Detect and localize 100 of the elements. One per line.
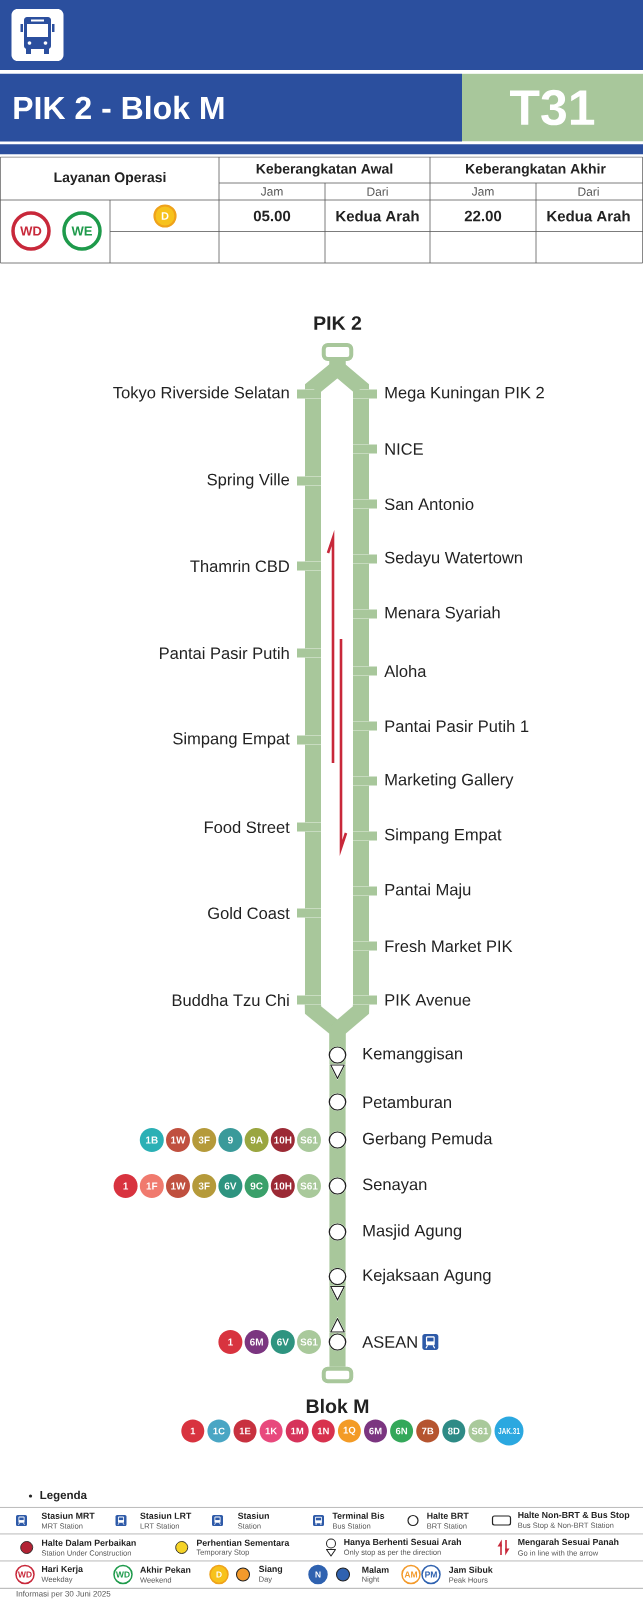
stop-name: Simpang Empat xyxy=(384,828,502,844)
route-badge: 10H xyxy=(270,1128,295,1152)
route-line xyxy=(353,398,369,445)
table-header: Dari xyxy=(367,187,388,196)
stop-name: Spring Ville xyxy=(207,473,290,489)
route-line xyxy=(329,1058,346,1099)
stop-name: Gerbang Pemuda xyxy=(363,1132,493,1148)
stop-name: NICE xyxy=(385,443,423,455)
terminal-name: Blok M xyxy=(306,1398,369,1414)
route-badge: 1 xyxy=(218,1330,243,1354)
route-badge: 1Q xyxy=(337,1419,361,1443)
stop-marker xyxy=(353,776,377,786)
route-line xyxy=(305,917,321,996)
route-line xyxy=(329,1345,346,1367)
stop-name: Mega Kuningan PIK 2 xyxy=(385,386,544,402)
route-badge: 1F xyxy=(139,1174,164,1198)
stop-marker xyxy=(353,499,377,509)
route-line xyxy=(305,744,321,823)
table-header: Dari xyxy=(578,187,599,196)
legend-text: Siang xyxy=(258,1565,283,1574)
route-badge: 1 xyxy=(113,1174,138,1198)
stop-name: Kemanggisan xyxy=(363,1047,462,1063)
stop-name: Pantai Maju xyxy=(385,883,471,899)
stop-name: Pantai Pasir Putih 1 xyxy=(385,719,529,733)
legend-text: Terminal Bis xyxy=(332,1512,385,1519)
route-line xyxy=(305,398,321,477)
stop-name: San Antonio xyxy=(384,497,474,511)
stop-marker xyxy=(297,735,321,745)
stop-marker xyxy=(353,721,377,731)
stop-marker xyxy=(353,941,377,951)
table-header: Keberangkatan Akhir xyxy=(466,163,606,177)
stop-marker xyxy=(297,995,321,1005)
route-badge: 1N xyxy=(311,1419,335,1443)
stop-marker xyxy=(297,389,321,399)
route-line xyxy=(329,1189,346,1229)
stop-marker xyxy=(353,554,377,564)
route-badge: 1W xyxy=(166,1128,190,1152)
stop-name: Food Street xyxy=(204,820,290,834)
stop-name: Senayan xyxy=(362,1178,427,1194)
stop-marker xyxy=(297,822,321,832)
route-line xyxy=(305,831,321,909)
route-line xyxy=(353,840,369,887)
service-badge: PM xyxy=(421,1564,441,1585)
route-badge: S61 xyxy=(468,1419,492,1443)
route-badge: 9 xyxy=(218,1128,243,1152)
route-line xyxy=(305,657,321,736)
stop-name: Sedayu Watertown xyxy=(384,551,522,567)
route-badge: 6N xyxy=(390,1419,414,1443)
route-badge: 1 xyxy=(181,1419,205,1443)
stop-name: Aloha xyxy=(384,664,427,678)
route-badge: 10H xyxy=(270,1174,295,1198)
route-badge: 1K xyxy=(259,1419,283,1443)
stop-name: Pantai Pasir Putih xyxy=(160,646,289,660)
stop-marker xyxy=(297,476,321,486)
stop-marker xyxy=(353,995,377,1005)
table-header: Jam xyxy=(260,187,283,196)
route-number-box: T31 xyxy=(462,73,643,142)
route-line xyxy=(329,1105,346,1137)
route-badge: S61 xyxy=(297,1174,321,1198)
route-line xyxy=(329,1143,346,1183)
route-badge: 6V xyxy=(218,1174,243,1198)
service-badge: WD xyxy=(11,211,51,251)
legend-title: Legenda xyxy=(40,1490,88,1502)
legend-text: Halte Dalam Perbaikan xyxy=(42,1539,136,1546)
service-badge: D xyxy=(153,204,177,228)
footnote: Informasi per 30 Juni 2025 xyxy=(16,1590,111,1599)
service-badge: D xyxy=(209,1564,229,1585)
service-badge: N xyxy=(308,1564,328,1585)
route-badge: JAK.31 xyxy=(494,1416,524,1446)
route-line xyxy=(353,563,369,610)
route-line xyxy=(353,950,369,996)
stop-name: Menara Syariah xyxy=(385,606,500,622)
legend-text: Perhentian Sementara xyxy=(197,1539,290,1546)
stop-name: Simpang Empat xyxy=(173,732,290,748)
title-bar: PIK 2 - Blok M xyxy=(0,73,462,142)
table-header: Jam xyxy=(471,187,494,196)
route-line xyxy=(353,508,369,555)
stop-marker xyxy=(297,648,321,658)
stop-name: Masjid Agung xyxy=(363,1224,462,1240)
route-badge: 6V xyxy=(270,1330,295,1354)
stop-name: Fresh Market PIK xyxy=(385,939,513,953)
stop-name: Petamburan xyxy=(363,1095,451,1109)
route-badge: 1E xyxy=(233,1419,257,1443)
route-badge: S61 xyxy=(297,1128,321,1152)
stop-name: Buddha Tzu Chi xyxy=(172,993,289,1007)
legend-text: Malam xyxy=(362,1566,389,1573)
terminal-name: PIK 2 xyxy=(314,316,362,330)
service-badge: AM xyxy=(401,1564,421,1585)
stop-name: Marketing Gallery xyxy=(385,773,514,789)
table-cell: 22.00 xyxy=(464,210,502,222)
stop-marker xyxy=(297,561,321,571)
service-badge: WD xyxy=(113,1564,133,1585)
route-line xyxy=(353,895,369,942)
route-badge: 1W xyxy=(166,1174,190,1198)
legend-text: Jam Sibuk xyxy=(448,1566,493,1573)
stop-marker xyxy=(353,831,377,841)
route-line xyxy=(353,785,369,832)
stop-name: ASEAN xyxy=(362,1336,417,1348)
route-line xyxy=(329,1280,346,1339)
stop-name: Gold Coast xyxy=(208,906,290,920)
